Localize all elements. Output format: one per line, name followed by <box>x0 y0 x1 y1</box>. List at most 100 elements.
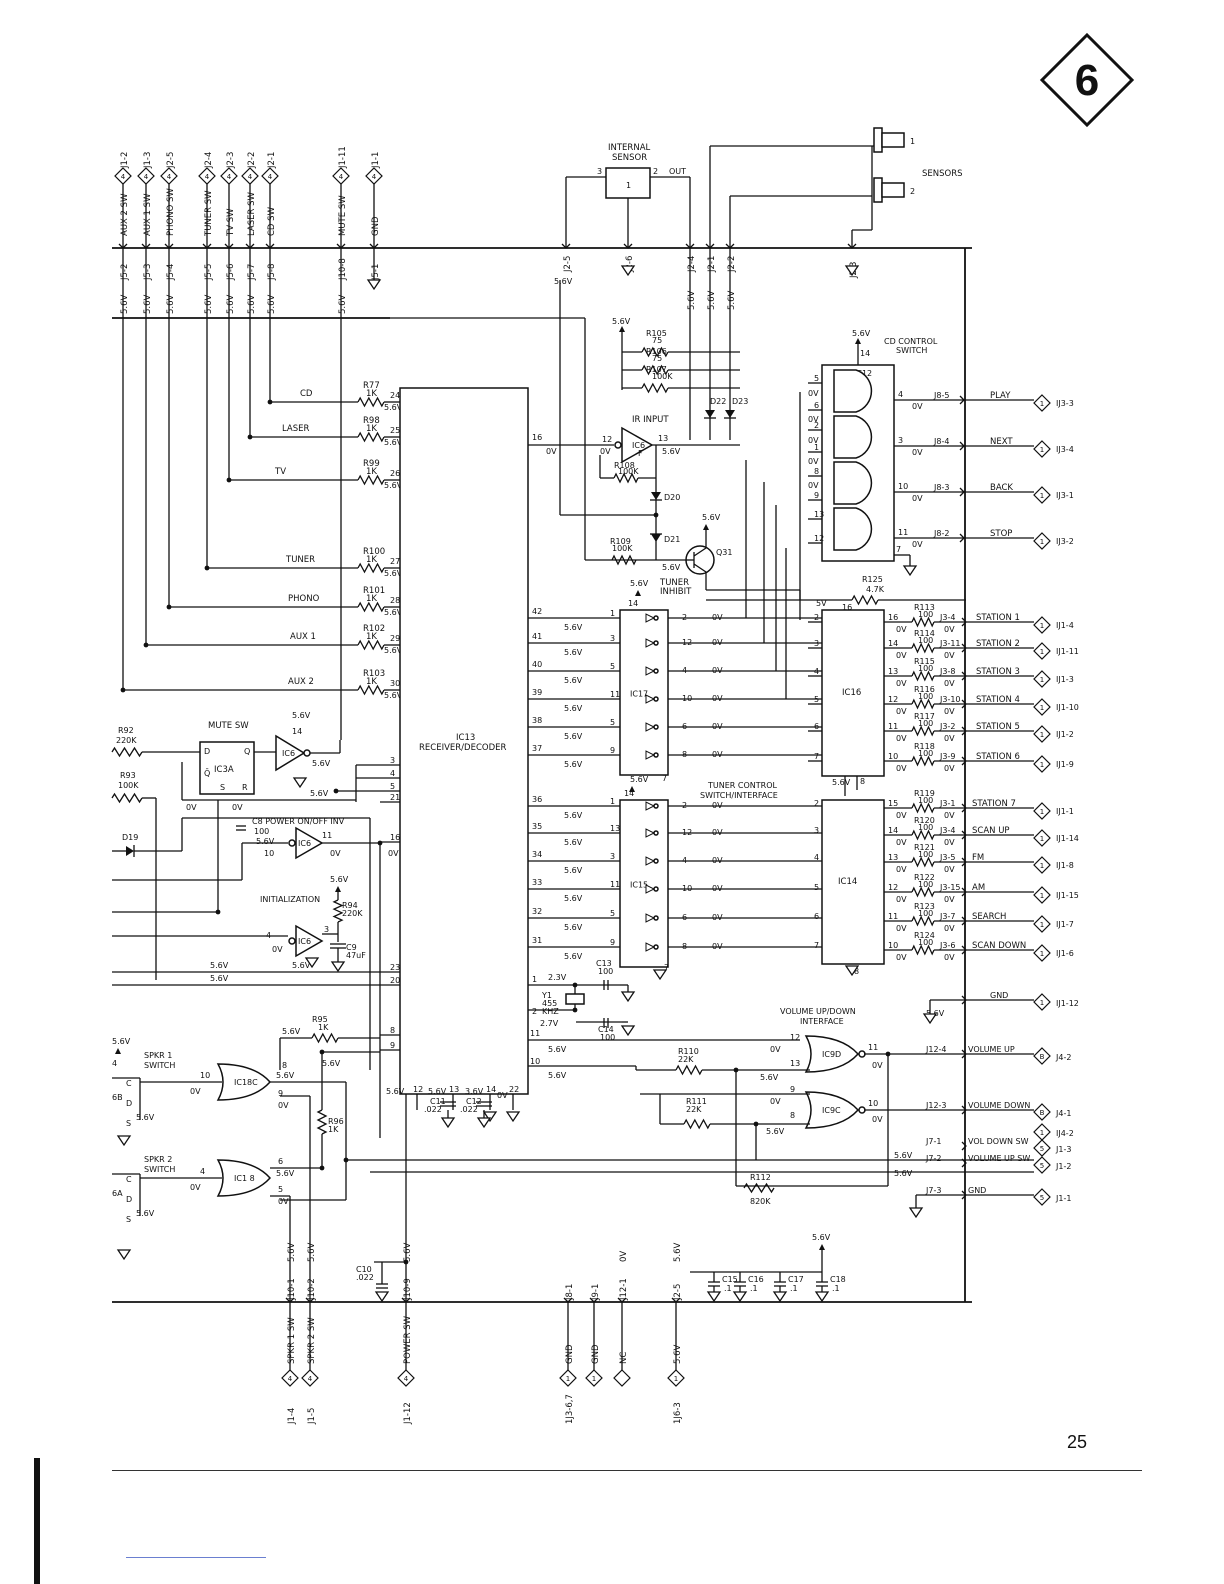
output-label: STATION 2 <box>976 639 1020 649</box>
connector-name: J12-4 <box>925 1045 947 1054</box>
ground-symbol <box>505 1111 521 1123</box>
ground-symbol <box>844 265 860 277</box>
resistor-ref: R121 <box>914 843 935 852</box>
connector-name: J7-3 <box>925 1186 941 1195</box>
pin-number: 7 <box>662 774 667 783</box>
resistor <box>613 472 639 484</box>
voltage-label: 5.6V <box>662 563 681 572</box>
cap-ref: C16 <box>748 1275 764 1284</box>
resistor <box>357 684 385 696</box>
pin-number: 7 <box>814 752 819 761</box>
pin-number: 3 <box>898 436 903 445</box>
voltage-label: 0V <box>944 734 955 743</box>
crystal-value: KHZ <box>542 1007 559 1016</box>
voltage-label: 5.6V <box>548 1045 567 1054</box>
connector-diamond: 4 <box>281 1369 299 1387</box>
voltage-label: 5.6V <box>428 1087 447 1096</box>
output-dest: IJ3-2 <box>1056 537 1074 546</box>
connector-name: J3-6 <box>939 941 955 950</box>
voltage-label: 0V <box>808 457 819 466</box>
connector-chevron <box>202 243 212 249</box>
pin-number: 8 <box>682 750 687 759</box>
resistor-value: 1K <box>366 424 377 434</box>
voltage-label: 5.6V <box>384 438 403 447</box>
ic12-cd-control-switch: 5.6V14IC12CD CONTROLSWITCH40VJ8-5PLAY1IJ… <box>799 329 1074 620</box>
resistor-ref: R125 <box>862 575 883 584</box>
output-dest: IJ4-2 <box>1056 1129 1074 1138</box>
voltage-label: 5.6V <box>136 1113 155 1122</box>
buffer-gate <box>645 884 656 894</box>
connector-chevron <box>961 1141 967 1151</box>
pin-number: 9 <box>790 1085 795 1094</box>
voltage-label: 0V <box>896 865 907 874</box>
sensor-jack <box>873 177 883 203</box>
connector-label: GND <box>565 1344 575 1364</box>
ground-symbol <box>620 265 636 277</box>
pin-number: 14 <box>888 826 898 835</box>
voltage-label: 5.6V <box>702 513 721 522</box>
resistor-value: 100 <box>918 636 933 645</box>
diamond-shape <box>1033 725 1051 743</box>
connector-name: J10-2 <box>307 1278 317 1301</box>
voltage-label: 5.6V <box>727 290 737 310</box>
output-label: VOLUME UP <box>968 1045 1015 1054</box>
cap-value: .1 <box>790 1284 798 1293</box>
inverter-bubble <box>653 615 659 621</box>
cap-ref: C15 <box>722 1275 738 1284</box>
voltage-label: 0V <box>944 811 955 820</box>
resistor-value: 1K <box>366 555 377 565</box>
connector-diamond: 4 <box>198 167 216 185</box>
voltage-label: 5.6V <box>852 329 871 338</box>
pin-label: S <box>126 1215 131 1224</box>
resistor <box>311 1032 339 1044</box>
voltage-label: 0V <box>712 666 723 675</box>
voltage-label: 0V <box>944 865 955 874</box>
nor-gate <box>804 1035 860 1073</box>
diamond-shape <box>1033 1188 1051 1206</box>
voltage-label: 5.6V <box>687 290 697 310</box>
pin-number: 2 <box>682 801 687 810</box>
cap-value: .1 <box>832 1284 840 1293</box>
pin-number: 5 <box>610 909 615 918</box>
resistor-value: 100 <box>918 938 933 947</box>
output-label: BACK <box>990 483 1013 493</box>
resistor <box>641 346 669 358</box>
pin-number: 14 <box>860 349 870 358</box>
resistor <box>611 554 637 566</box>
voltage-label: 5.6V <box>282 1027 301 1036</box>
diamond-shape <box>1033 394 1051 412</box>
diamond-pin: 1 <box>1040 676 1044 684</box>
resistor-ref: R122 <box>914 873 935 882</box>
connector-diamond: 4 <box>397 1369 415 1387</box>
spkr1-label: SPKR 1 <box>144 1051 172 1060</box>
connector-label: GND <box>371 216 381 236</box>
diamond-pin: 4 <box>248 173 253 181</box>
diamond-pin: 1 <box>1040 704 1044 712</box>
voltage-label: 0V <box>497 1091 508 1100</box>
pin-number: 13 <box>790 1059 800 1068</box>
pin-number: 21 <box>390 793 400 802</box>
diode-ref: D22 <box>710 397 726 406</box>
voltage-label: 5.6V <box>276 1071 295 1080</box>
diamond-pin: 1 <box>1040 648 1044 656</box>
diamond-pin: B <box>1040 1109 1045 1117</box>
resistor-ref: R118 <box>914 742 935 751</box>
connector-chevron <box>961 916 967 926</box>
pin-number: 3 <box>597 167 602 176</box>
diamond-pin: 4 <box>227 173 232 181</box>
resistor <box>911 698 935 710</box>
connector-dest: 1J6-3 <box>673 1402 683 1424</box>
resistor-value: 100 <box>918 850 933 859</box>
inverter-bubble <box>614 441 622 449</box>
voltage-label: 0V <box>912 540 923 549</box>
resistor-ref: R119 <box>914 789 935 798</box>
connector-id: J2-4 <box>204 152 214 169</box>
resistor <box>357 562 385 574</box>
